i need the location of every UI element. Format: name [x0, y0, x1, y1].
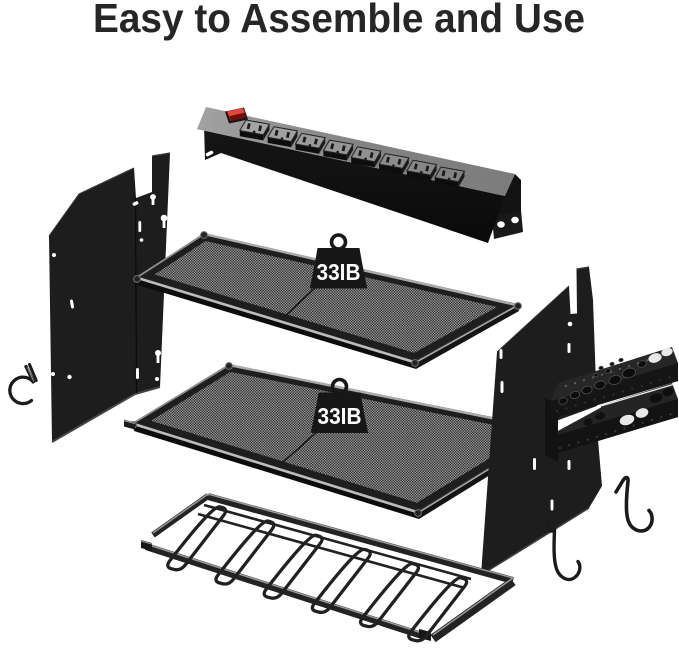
- svg-text:Easy to Assemble and Use: Easy to Assemble and Use: [93, 0, 585, 41]
- svg-text:33IB: 33IB: [317, 259, 361, 285]
- svg-text:33IB: 33IB: [318, 403, 362, 429]
